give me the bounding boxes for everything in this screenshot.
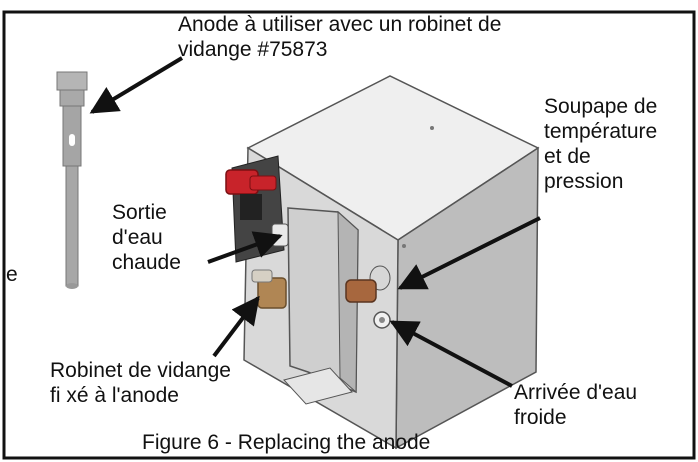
label-drain-valve: Robinet de vidange fi xé à l'anode bbox=[50, 359, 231, 407]
border bbox=[2, 10, 696, 460]
cold-water-inlet bbox=[373, 311, 391, 329]
figure-caption: Figure 6 - Replacing the anode bbox=[142, 431, 431, 454]
label-cold-water: Arrivée d'eau froide bbox=[514, 381, 638, 429]
arrow-anode bbox=[89, 56, 184, 114]
drain-valve bbox=[251, 269, 287, 309]
brass-fitting bbox=[345, 265, 391, 303]
arrow-drain bbox=[212, 295, 260, 358]
arrow-valve bbox=[397, 216, 541, 290]
label-hot-water: Sortie d'eau chaude bbox=[112, 201, 181, 274]
callout-arrows bbox=[89, 56, 541, 388]
label-anode: Anode à utiliser avec un robinet de vida… bbox=[178, 13, 502, 61]
arrow-cold-water bbox=[389, 320, 513, 388]
water-heater bbox=[231, 75, 540, 450]
hot-water-outlet bbox=[271, 223, 289, 247]
relief-valve bbox=[225, 169, 277, 220]
arrow-hot-water bbox=[207, 231, 283, 264]
label-relief-valve: Soupape de température et de pression bbox=[544, 95, 658, 193]
anode-rod bbox=[56, 71, 88, 289]
label-stray-letter: e bbox=[6, 263, 18, 286]
